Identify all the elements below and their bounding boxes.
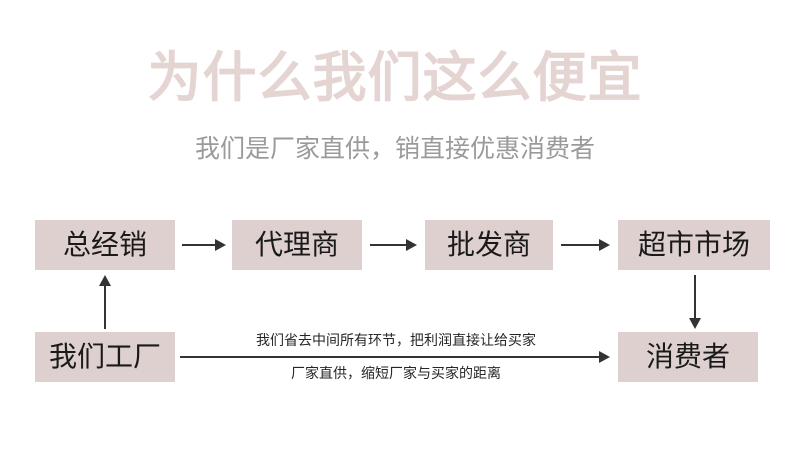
- caption-below-direct-arrow: 厂家直供，缩短厂家与买家的距离: [291, 365, 501, 381]
- arrow-shaft: [370, 244, 407, 246]
- arrow-head: [599, 239, 610, 251]
- arrow-shaft: [561, 244, 600, 246]
- node-wholesaler: 批发商: [425, 220, 553, 270]
- arrow-up-icon-factory-to-distributor: [98, 275, 112, 329]
- node-our-factory: 我们工厂: [35, 332, 175, 382]
- arrow-right-icon-factory-to-consumer: [180, 350, 612, 364]
- arrow-head: [215, 239, 226, 251]
- arrow-shaft: [180, 356, 600, 358]
- node-supermarket: 超市市场: [618, 220, 770, 270]
- node-consumer: 消费者: [618, 332, 758, 382]
- arrow-head: [689, 318, 701, 329]
- arrow-head: [99, 275, 111, 286]
- node-general-distributor: 总经销: [35, 220, 175, 270]
- caption-above-direct-arrow: 我们省去中间所有环节，把利润直接让给买家: [256, 332, 536, 348]
- node-agent: 代理商: [232, 220, 362, 270]
- arrow-right-icon-agent-to-wholesaler: [370, 238, 418, 252]
- arrow-head: [406, 239, 417, 251]
- page-subtitle: 我们是厂家直供，销直接优惠消费者: [194, 135, 595, 163]
- arrow-shaft: [182, 244, 216, 246]
- page-title: 为什么我们这么便宜: [147, 48, 643, 108]
- arrow-shaft: [694, 275, 696, 320]
- arrow-shaft: [104, 284, 106, 329]
- arrow-right-icon-wholesaler-to-supermarket: [561, 238, 611, 252]
- arrow-down-icon-supermarket-to-consumer: [688, 275, 702, 329]
- arrow-head: [599, 351, 610, 363]
- arrow-right-icon-distributor-to-agent: [182, 238, 227, 252]
